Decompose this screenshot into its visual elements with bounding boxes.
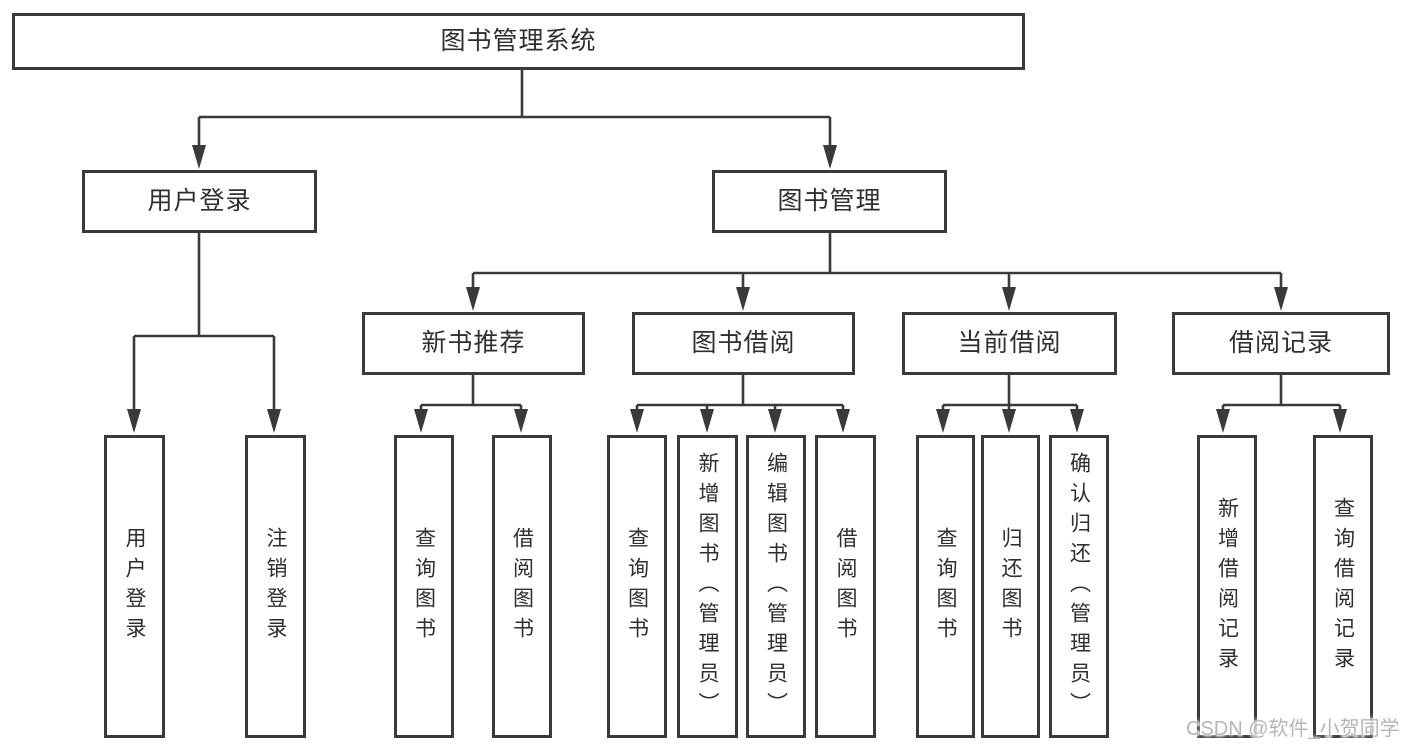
watermark: CSDN @软件_小贺同学 xyxy=(1186,718,1400,740)
arrowhead xyxy=(1070,409,1084,433)
node-label: 图书管理 xyxy=(777,187,882,215)
leaf-label: 查询借阅记录 xyxy=(1331,496,1355,677)
leaf-current-confirm-return-admin: 确认归还（管理员） xyxy=(1049,435,1109,738)
node-current-borrow: 当前借阅 xyxy=(902,312,1117,375)
leaf-logout: 注销登录 xyxy=(245,435,306,738)
leaf-label: 查询图书 xyxy=(934,526,957,647)
arrowhead xyxy=(192,145,206,169)
arrowhead xyxy=(1333,409,1347,433)
leaf-label: 查询图书 xyxy=(625,526,649,647)
arrowhead xyxy=(936,409,950,433)
arrowhead xyxy=(1216,409,1230,433)
leaf-label: 归还图书 xyxy=(999,526,1022,647)
connector-path xyxy=(132,70,1342,412)
node-user-login: 用户登录 xyxy=(82,170,317,233)
leaf-label: 查询图书 xyxy=(412,526,436,647)
node-book-management: 图书管理 xyxy=(712,170,947,233)
arrowhead xyxy=(768,409,782,433)
leaf-label: 注销登录 xyxy=(264,526,287,647)
leaf-borrow-add-book-admin: 新增图书（管理员） xyxy=(677,435,738,738)
arrowhead xyxy=(127,409,141,433)
arrowhead xyxy=(630,409,644,433)
arrowhead xyxy=(414,409,428,433)
leaf-borrow-borrow-book: 借阅图书 xyxy=(815,435,876,738)
arrowhead xyxy=(466,287,480,311)
node-label: 借阅记录 xyxy=(1228,329,1333,357)
leaf-label: 借阅图书 xyxy=(834,526,857,647)
leaf-borrow-query-book: 查询图书 xyxy=(607,435,667,738)
node-new-book-recommend: 新书推荐 xyxy=(362,312,585,375)
arrowhead xyxy=(514,409,528,433)
leaf-label: 新增图书（管理员） xyxy=(696,451,719,722)
node-label: 图书借阅 xyxy=(691,329,796,357)
leaf-label: 编辑图书（管理员） xyxy=(764,451,788,722)
leaf-label: 新增借阅记录 xyxy=(1215,496,1239,677)
leaf-record-query-borrow-record: 查询借阅记录 xyxy=(1313,435,1373,738)
node-book-borrow: 图书借阅 xyxy=(632,312,855,375)
leaf-current-query-book: 查询图书 xyxy=(916,435,975,738)
node-label: 新书推荐 xyxy=(421,329,526,357)
arrowhead xyxy=(736,287,750,311)
node-label: 当前借阅 xyxy=(957,329,1062,357)
arrowhead xyxy=(836,409,850,433)
leaf-label: 借阅图书 xyxy=(510,526,534,647)
arrowhead xyxy=(700,409,714,433)
node-borrow-record: 借阅记录 xyxy=(1172,312,1390,375)
arrowhead xyxy=(823,145,837,169)
leaf-current-return-book: 归还图书 xyxy=(981,435,1040,738)
node-label: 图书管理系统 xyxy=(440,27,597,55)
leaf-user-login: 用户登录 xyxy=(104,435,165,738)
leaf-recommend-borrow-book: 借阅图书 xyxy=(492,435,552,738)
leaf-label: 确认归还（管理员） xyxy=(1067,451,1091,722)
leaf-recommend-query-book: 查询图书 xyxy=(394,435,454,738)
leaf-record-add-borrow-record: 新增借阅记录 xyxy=(1197,435,1257,738)
node-root: 图书管理系统 xyxy=(12,13,1025,70)
node-label: 用户登录 xyxy=(147,187,252,215)
arrowhead xyxy=(1274,287,1288,311)
leaf-borrow-edit-book-admin: 编辑图书（管理员） xyxy=(746,435,806,738)
arrowhead xyxy=(267,409,281,433)
leaf-label: 用户登录 xyxy=(123,526,146,647)
arrowhead xyxy=(1002,287,1016,311)
arrowhead xyxy=(1002,409,1016,433)
